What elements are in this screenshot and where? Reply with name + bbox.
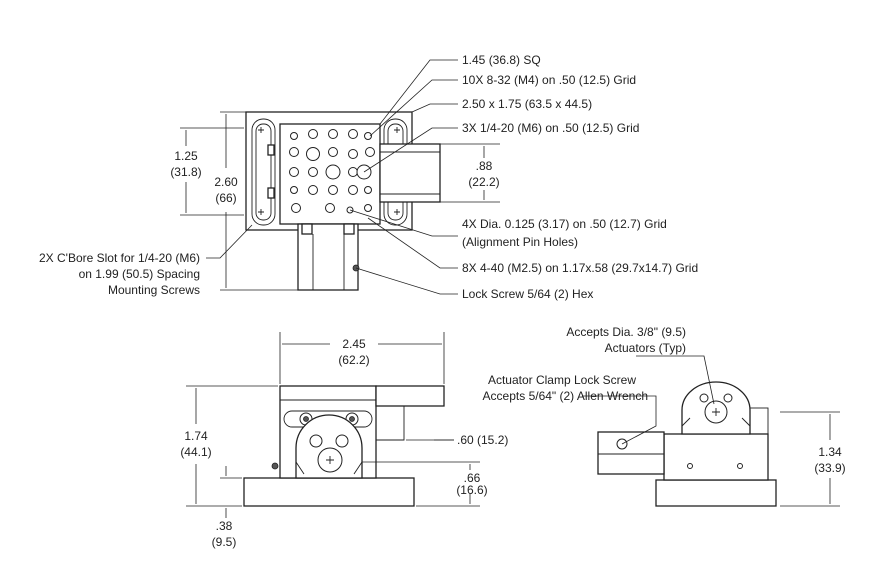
accepts-actuator-line-2: Actuators (Typ) [605, 341, 686, 355]
accepts-actuator-line-1: Accepts Dia. 3/8" (9.5) [566, 325, 686, 339]
top-view [180, 59, 500, 295]
front-actuator-mount [295, 414, 363, 479]
dim-0-66-metric: (16.6) [456, 483, 487, 497]
top-clamp-left [301, 223, 313, 235]
dim-0-60: .60 (15.2) [457, 433, 508, 447]
dim-1-34: 1.34 [818, 445, 842, 459]
side-view [582, 355, 840, 507]
front-base [243, 477, 415, 507]
dim-1-25: 1.25 [174, 149, 198, 163]
top-actuator-arm [379, 143, 441, 203]
dim-1-74: 1.74 [184, 429, 208, 443]
dim-2-45-metric: (62.2) [338, 353, 369, 367]
callout-pin-holes-note: (Alignment Pin Holes) [462, 235, 578, 249]
dim-2-45: 2.45 [342, 337, 366, 351]
dim-2-60: 2.60 [214, 175, 238, 189]
dim-0-38: .38 [216, 519, 233, 533]
dim-0-66: .66 [464, 471, 481, 485]
callout-1-4-20-holes: 3X 1/4-20 (M6) on .50 (12.5) Grid [462, 121, 639, 135]
dim-1-34-metric: (33.9) [814, 461, 845, 475]
side-view-labels: Accepts Dia. 3/8" (9.5) Actuators (Typ) … [483, 325, 846, 475]
clamp-note-line-2: Accepts 5/64" (2) Allen Wrench [483, 389, 648, 403]
carriage-hole-pattern [289, 129, 375, 214]
side-actuator-clamp [597, 431, 665, 475]
dim-1-74-metric: (44.1) [180, 445, 211, 459]
clamp-note-line-1: Actuator Clamp Lock Screw [488, 373, 636, 387]
callout-pin-holes: 4X Dia. 0.125 (3.17) on .50 (12.7) Grid [462, 217, 667, 231]
front-view-labels: 2.45 (62.2) 1.74 (44.1) .60 (15.2) .66 (… [180, 337, 508, 549]
top-actuator-body [297, 223, 359, 291]
front-view [186, 332, 480, 518]
top-clamp-right [343, 223, 355, 235]
top-callout-leaders [206, 59, 458, 295]
callout-8-32-holes: 10X 8-32 (M4) on .50 (12.5) Grid [462, 73, 636, 87]
dim-1-25-metric: (31.8) [170, 165, 201, 179]
left-cbore-slot-inner [255, 123, 272, 221]
front-actuator-arm [375, 385, 445, 407]
left-cbore-slot [251, 118, 276, 226]
callout-base-size: 2.50 x 1.75 (63.5 x 44.5) [462, 97, 592, 111]
dim-0-88: .88 [476, 159, 493, 173]
slot-note-line-1: 2X C'Bore Slot for 1/4-20 (M6) [39, 251, 200, 265]
callout-lock-screw: Lock Screw 5/64 (2) Hex [462, 287, 593, 301]
left-tab-upper [267, 144, 275, 156]
top-view-labels: 1.45 (36.8) SQ 10X 8-32 (M4) on .50 (12.… [39, 53, 698, 301]
dim-0-88-metric: (22.2) [468, 175, 499, 189]
side-carriage [663, 433, 769, 481]
callout-4-40-holes: 8X 4-40 (M2.5) on 1.17x.58 (29.7x14.7) G… [462, 261, 698, 275]
side-base [655, 479, 777, 507]
dim-0-38-metric: (9.5) [212, 535, 237, 549]
dim-2-60-metric: (66) [215, 191, 236, 205]
left-tab-lower [267, 187, 275, 199]
slot-note-line-3: Mounting Screws [108, 283, 200, 297]
slot-note-line-2: on 1.99 (50.5) Spacing [79, 267, 200, 281]
callout-square-size: 1.45 (36.8) SQ [462, 53, 541, 67]
